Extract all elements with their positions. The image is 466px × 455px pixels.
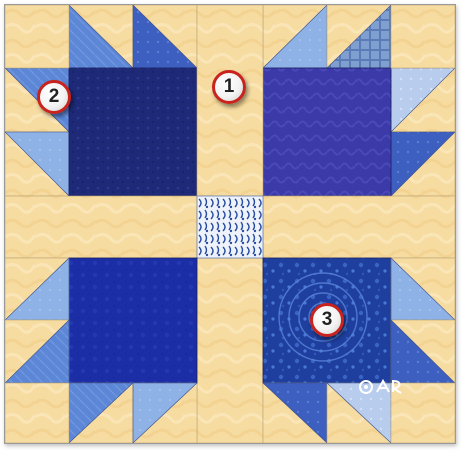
sashing-horizontal-left xyxy=(5,196,197,258)
artist-signature-mark xyxy=(357,376,417,398)
bottom-left-claws xyxy=(69,383,197,443)
callout-marker-2: 2 xyxy=(37,80,71,114)
callout-number: 1 xyxy=(224,76,235,98)
paw-pad-top-right xyxy=(263,68,391,196)
paw-pad-top-left xyxy=(69,68,197,196)
callout-number: 3 xyxy=(322,309,333,331)
paw-pad-bottom-left xyxy=(69,258,197,383)
corner-top-right xyxy=(391,5,455,68)
sashing-vertical-bottom xyxy=(197,258,263,443)
corner-bottom-left xyxy=(5,383,69,443)
left-claws-lower xyxy=(5,258,69,383)
center-cornerstone xyxy=(197,196,263,258)
top-right-claws xyxy=(263,5,391,68)
sashing-horizontal-right xyxy=(263,196,455,258)
callout-number: 2 xyxy=(49,86,60,108)
right-claws-upper xyxy=(391,68,455,196)
top-left-claws xyxy=(69,5,197,68)
corner-top-left xyxy=(5,5,69,68)
callout-marker-1: 1 xyxy=(212,70,246,104)
callout-marker-3: 3 xyxy=(310,303,344,337)
right-claws-lower xyxy=(391,258,455,383)
